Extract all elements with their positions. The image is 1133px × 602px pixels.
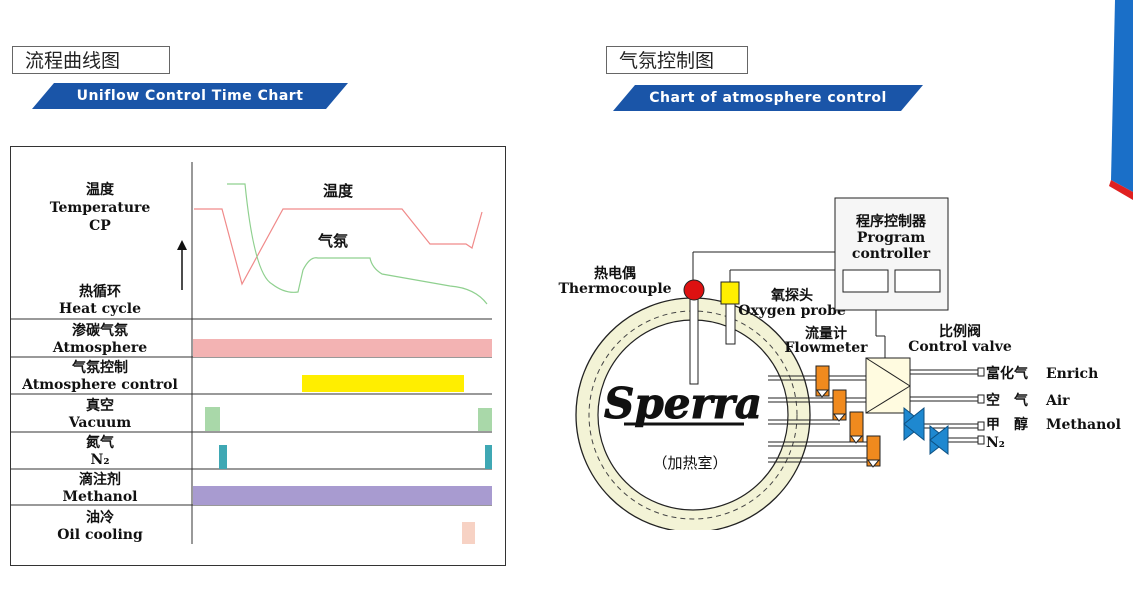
- atmosphere-curve-label: 气氛: [317, 232, 348, 250]
- methanol-bar: [193, 486, 492, 505]
- control-valve: [865, 357, 911, 414]
- heating-chamber-label: （加热室）: [652, 454, 727, 472]
- control-valve-en: Control valve: [908, 339, 1012, 355]
- n2-bar-start: [219, 445, 227, 469]
- atmosphere-control-diagram: Sperra （加热室） 热电偶 Thermocouple 氧探头 Oxygen…: [558, 197, 1121, 530]
- gas-air-cn: 空 气: [986, 392, 1028, 409]
- row-label-atmosphere-control-cn: 气氛控制: [71, 359, 128, 376]
- sperra-logo: Sperra: [604, 379, 762, 428]
- row-label-atmosphere-cn: 渗碳气氛: [72, 322, 128, 339]
- row-label-n2-en: N₂: [91, 452, 110, 468]
- program-controller-en1: Program: [857, 230, 925, 246]
- oxygen-probe-cn: 氧探头: [770, 287, 813, 304]
- thermocouple-en: Thermocouple: [558, 281, 671, 297]
- right-panel-title: 气氛控制图: [606, 46, 748, 74]
- atmosphere-curve: [227, 183, 488, 305]
- control-valve-cn: 比例阀: [939, 323, 981, 340]
- left-panel-title: 流程曲线图: [12, 46, 170, 74]
- row-label-atmosphere-en: Atmosphere: [52, 340, 147, 356]
- up-arrow-icon: [177, 240, 187, 290]
- gas-enrich-en: Enrich: [1046, 366, 1098, 382]
- row-label-n2-cn: 氮气: [85, 434, 114, 451]
- row-label-vacuum-en: Vacuum: [68, 415, 132, 431]
- temperature-curve: [194, 208, 483, 286]
- row-label-oil-cooling-en: Oil cooling: [57, 527, 143, 543]
- oxygen-probe-en: Oxygen probe: [738, 303, 846, 319]
- temperature-curve-label: 温度: [323, 182, 354, 200]
- thermocouple-icon: [683, 279, 705, 301]
- edge-accent-stripe: [1109, 0, 1133, 200]
- n2-bar-end: [485, 445, 492, 469]
- thermocouple-cn: 热电偶: [594, 265, 636, 282]
- gas-n2-en: N₂: [986, 435, 1005, 451]
- flowmeter-icons: [815, 365, 881, 468]
- vacuum-bar-end: [478, 408, 492, 431]
- vacuum-bar-start: [205, 407, 220, 431]
- gas-methanol-en: Methanol: [1046, 417, 1121, 433]
- gas-enrich-cn: 富化气: [986, 365, 1028, 382]
- row-label-temperature-cn: 温度: [86, 181, 115, 198]
- atmosphere-bar: [193, 339, 492, 357]
- row-label-methanol-en: Methanol: [63, 489, 138, 505]
- row-label-vacuum-cn: 真空: [86, 397, 114, 414]
- row-label-methanol-cn: 滴注剂: [79, 471, 121, 488]
- atmosphere-control-bar: [302, 375, 464, 392]
- row-label-cp-en: CP: [89, 218, 111, 234]
- row-label-oil-cooling-cn: 油冷: [86, 509, 114, 526]
- gas-air-en: Air: [1045, 393, 1070, 409]
- program-controller-cn: 程序控制器: [856, 213, 927, 230]
- flowmeter-cn: 流量计: [805, 325, 847, 342]
- program-controller-en2: controller: [852, 246, 931, 262]
- flowmeter-en: Flowmeter: [784, 340, 868, 356]
- time-chart: 温度 Temperature CP 热循环 Heat cycle 渗碳气氛 At…: [10, 146, 506, 566]
- row-label-temperature-en: Temperature: [50, 200, 151, 216]
- solenoid-valve-icons: [903, 406, 949, 456]
- right-panel-banner: Chart of atmosphere control: [613, 85, 923, 111]
- gas-methanol-cn: 甲 醇: [986, 416, 1028, 433]
- oxygen-probe-icon: [720, 281, 740, 305]
- row-label-heat-cycle-en: Heat cycle: [59, 301, 141, 317]
- left-panel-banner: Uniflow Control Time Chart: [32, 83, 348, 109]
- oil-cooling-bar: [462, 522, 475, 544]
- row-label-atmosphere-control-en: Atmosphere control: [21, 377, 178, 393]
- row-label-heat-cycle-cn: 热循环: [79, 283, 121, 300]
